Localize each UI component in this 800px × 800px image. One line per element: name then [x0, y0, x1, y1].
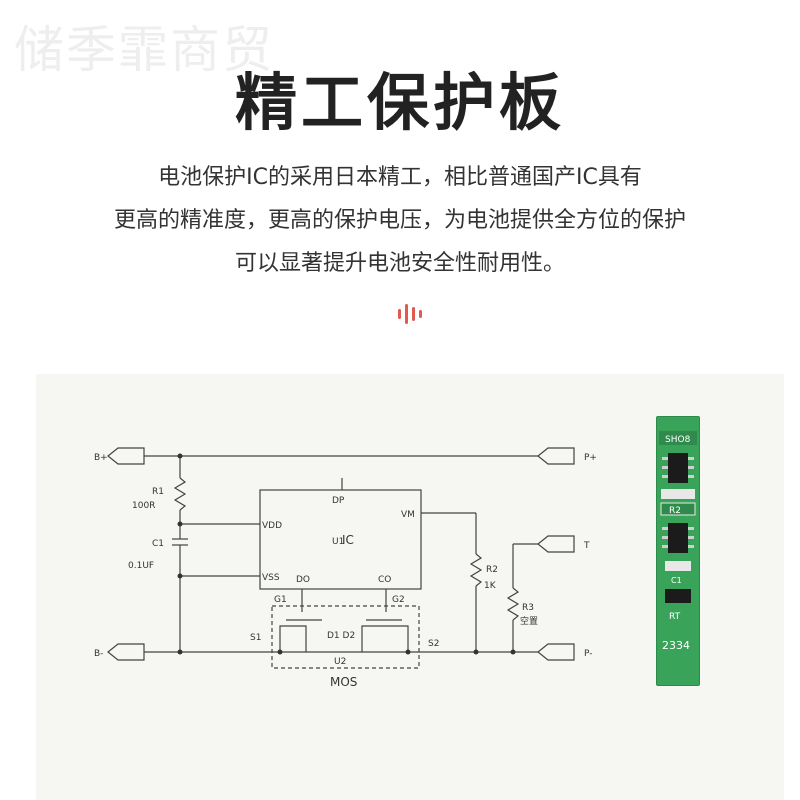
c1-ref: C1	[152, 539, 164, 549]
r1-ref: R1	[152, 487, 164, 497]
mos-g2-label: G2	[392, 595, 405, 605]
page-title: 精工保护板	[234, 66, 565, 139]
pcb-c1-label: C1	[671, 576, 682, 585]
description-line-3: 可以显著提升电池安全性耐用性。	[234, 251, 565, 276]
terminal-b-plus: B+	[94, 453, 108, 463]
pcb-board: SHO8 R2 C1 RT 2334	[656, 416, 700, 686]
mos-g1-label: G1	[274, 595, 287, 605]
circuit-schematic: B+ B- P+ P- T R1 100R C1 0.1UF DP VDD VS…	[94, 447, 597, 689]
r2-ref: R2	[486, 565, 498, 575]
description-line-2: 更高的精准度，更高的保护电压，为电池提供全方位的保护	[113, 208, 686, 233]
ic-vdd-label: VDD	[262, 521, 282, 531]
mos-d1d2-label: D1 D2	[327, 631, 355, 641]
c1-value: 0.1UF	[128, 561, 154, 571]
diagram-panel: B+ B- P+ P- T R1 100R C1 0.1UF DP VDD VS…	[36, 374, 784, 800]
ic-name: IC	[342, 533, 354, 547]
description-line-1: 电池保护IC的采用日本精工，相比普通国产IC具有	[158, 165, 642, 190]
pcb-r2-label: R2	[669, 506, 681, 516]
ic-vm-label: VM	[401, 510, 415, 520]
ic-do-label: DO	[296, 575, 310, 585]
watermark-text: 储季霏商贸	[14, 21, 274, 79]
ic-dp-label: DP	[332, 496, 345, 506]
pcb-top-label: SHO8	[665, 435, 691, 445]
description: 电池保护IC的采用日本精工，相比普通国产IC具有 更高的精准度，更高的保护电压，…	[0, 156, 800, 285]
ic-ref: U1	[332, 537, 344, 547]
ic-co-label: CO	[378, 575, 391, 585]
r2-value: 1K	[484, 581, 497, 591]
terminal-p-minus: P-	[584, 649, 592, 659]
pcb-code: 2334	[662, 639, 690, 652]
mos-s2-label: S2	[428, 639, 439, 649]
mos-label: MOS	[330, 675, 357, 689]
terminal-t: T	[583, 541, 590, 551]
r3-ref: R3	[522, 603, 534, 613]
terminal-p-plus: P+	[584, 453, 597, 463]
ic-vss-label: VSS	[262, 573, 280, 583]
mos-u2-label: U2	[334, 657, 346, 667]
r3-value: 空置	[520, 615, 538, 627]
mos-s1-label: S1	[250, 633, 261, 643]
pcb-graphic: SHO8 R2 C1 RT 2334	[659, 431, 697, 652]
terminal-b-minus: B-	[94, 649, 103, 659]
pcb-rt-label: RT	[669, 612, 681, 622]
audio-bars-icon	[398, 304, 422, 324]
r1-value: 100R	[132, 501, 155, 511]
